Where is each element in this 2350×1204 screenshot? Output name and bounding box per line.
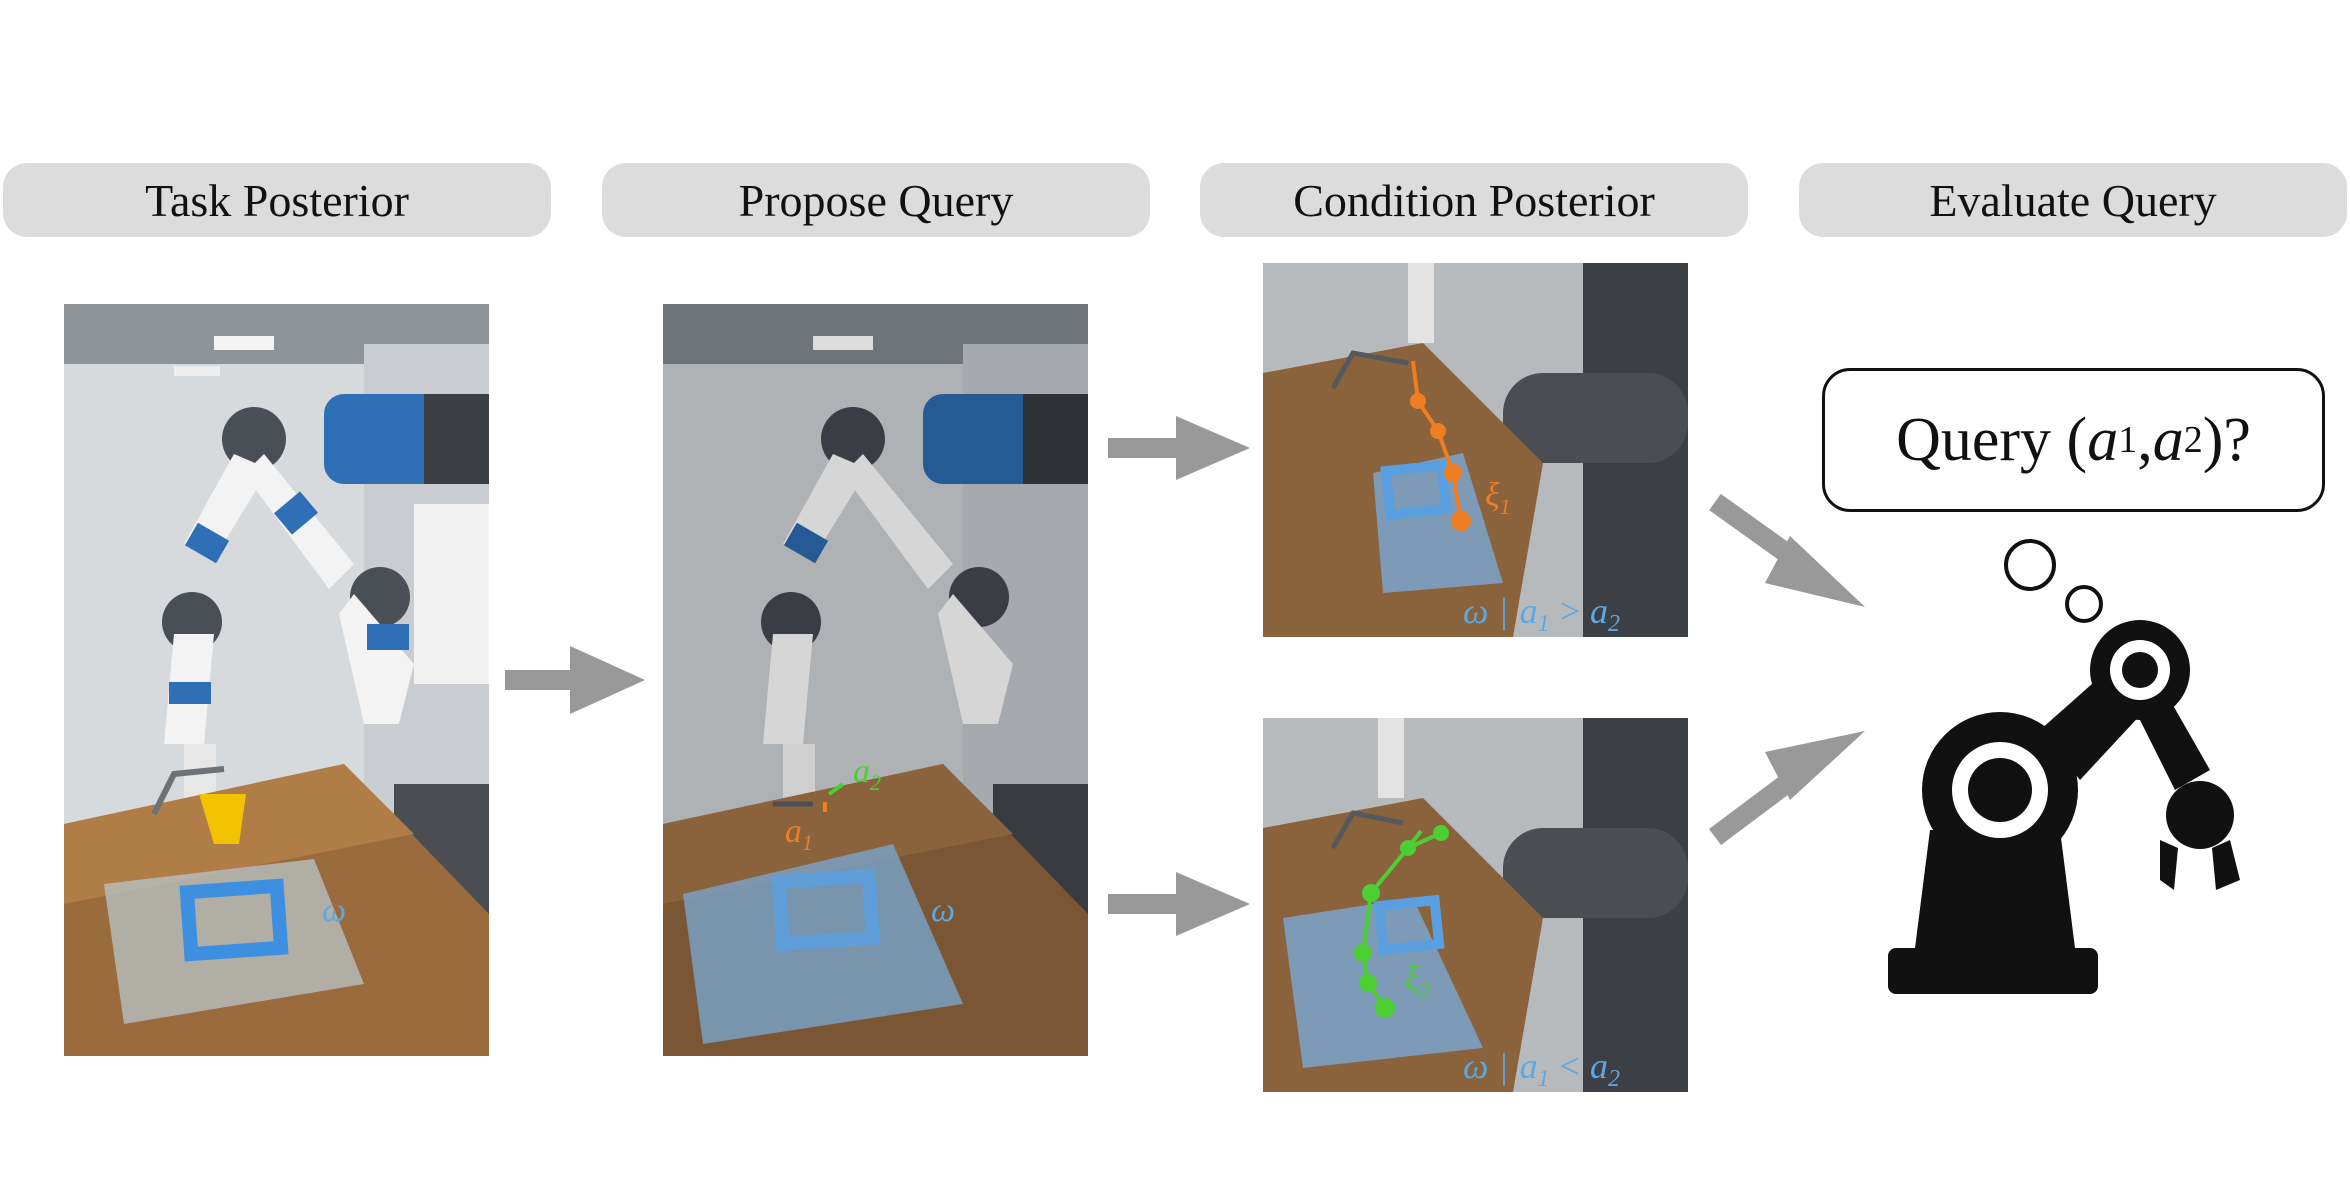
task-posterior-image: ω (64, 304, 489, 1056)
omega-label: ω (931, 892, 955, 929)
stage-label: Condition Posterior (1293, 174, 1655, 226)
robot-arm-icon (761, 407, 1013, 804)
robot-arm-icon (162, 407, 414, 804)
stage-label: Propose Query (738, 174, 1014, 226)
a2-subscript: 2 (870, 770, 881, 795)
a2-label: a (853, 753, 870, 790)
query-a2: a (2152, 405, 2184, 474)
industrial-robot-icon (1888, 620, 2240, 994)
cond-omega: ω (1463, 1046, 1488, 1086)
cond-a-sub: 1 (1538, 1066, 1550, 1092)
svg-text:a1: a1 (785, 813, 813, 855)
cond-bar: | (1500, 591, 1507, 631)
arrow-right-icon (1108, 872, 1250, 936)
cond-bar: | (1500, 1046, 1507, 1086)
condition-label: ω|a1>a2 (1463, 591, 1620, 637)
stage-condition-posterior: Condition Posterior (1200, 163, 1748, 237)
query-a1-sub: 1 (2118, 419, 2138, 461)
omega-label: ω (322, 892, 346, 929)
svg-text:ξ1: ξ1 (1485, 477, 1511, 519)
cond-b: a (1590, 591, 1608, 631)
cond-b-sub: 2 (1608, 1066, 1620, 1092)
stage-evaluate-query: Evaluate Query (1799, 163, 2347, 237)
query-a1: a (2087, 405, 2119, 474)
cond-a: a (1520, 1046, 1538, 1086)
cond-op: > (1560, 591, 1580, 631)
cond-a: a (1520, 591, 1538, 631)
condition-a1-less-image: ξ2 ω|a1<a2 (1263, 718, 1688, 1092)
svg-text:a2: a2 (853, 753, 881, 795)
cond-b-sub: 2 (1608, 611, 1620, 637)
svg-text:ξ2: ξ2 (1405, 961, 1431, 1003)
trajectory-xi1-icon (1410, 360, 1471, 531)
arrow-diagonal-up-icon (1709, 731, 1865, 846)
thought-circle-small (2065, 585, 2103, 623)
stage-label: Task Posterior (145, 174, 409, 226)
thought-circle-large (2004, 539, 2056, 591)
stage-task-posterior: Task Posterior (3, 163, 551, 237)
condition-a1-greater-image: ξ1 ω|a1>a2 (1263, 263, 1688, 637)
xi-label: ξ (1485, 477, 1500, 514)
xi-label: ξ (1405, 961, 1420, 998)
stage-propose-query: Propose Query (602, 163, 1150, 237)
a1-label: a (785, 813, 802, 850)
condition-label: ω|a1<a2 (1463, 1046, 1620, 1092)
cond-a-sub: 1 (1538, 611, 1550, 637)
propose-query-image: a1 a2 ω (663, 304, 1088, 1056)
xi-subscript: 1 (1500, 494, 1511, 519)
query-sep: , (2137, 405, 2153, 474)
arrow-right-icon (505, 646, 645, 714)
arrow-diagonal-down-icon (1709, 493, 1865, 607)
query-a2-sub: 2 (2183, 419, 2203, 461)
stage-label: Evaluate Query (1929, 174, 2217, 226)
query-prefix: Query ( (1896, 405, 2088, 474)
query-suffix: )? (2202, 405, 2251, 474)
arrow-right-icon (1108, 416, 1250, 480)
cond-b: a (1590, 1046, 1608, 1086)
xi-subscript: 2 (1420, 978, 1431, 1003)
a1-subscript: 1 (802, 830, 813, 855)
cond-omega: ω (1463, 591, 1488, 631)
cond-op: < (1560, 1046, 1580, 1086)
trajectory-xi2-icon (1354, 825, 1449, 1018)
